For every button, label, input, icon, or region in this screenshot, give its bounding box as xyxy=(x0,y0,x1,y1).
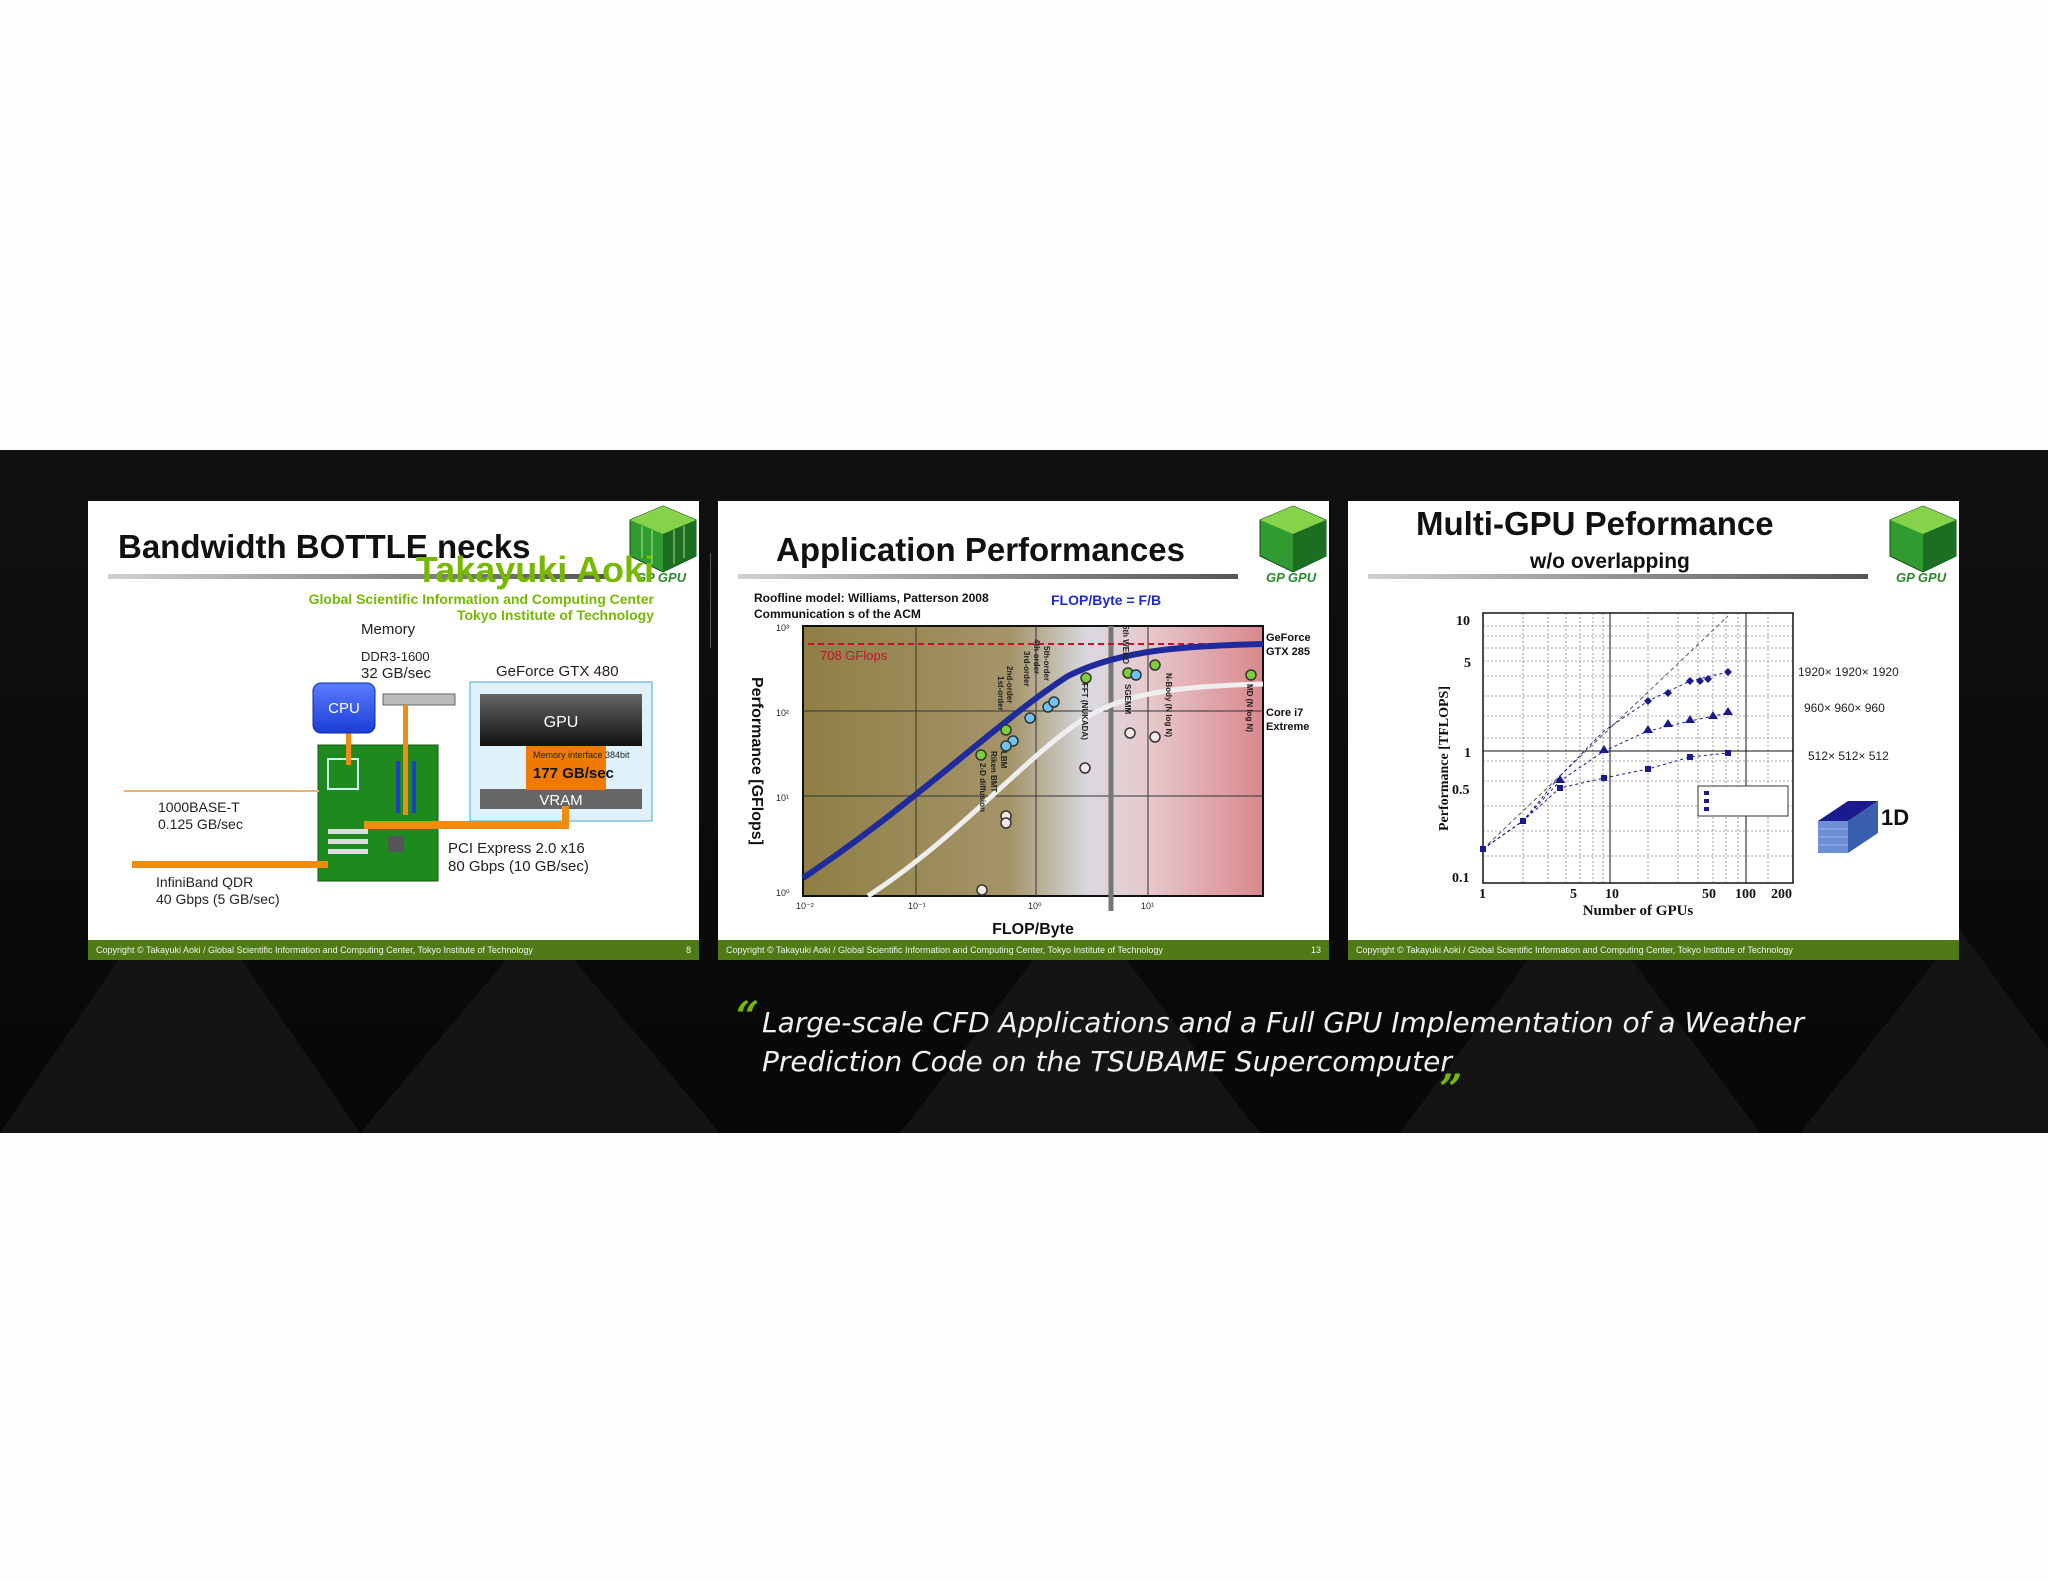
slide2-page-number: 13 xyxy=(1310,945,1321,955)
author-affiliation-2: Tokyo Institute of Technology xyxy=(456,607,654,623)
app-3rd-order: 3rd-order xyxy=(1022,651,1031,687)
pci-name: PCI Express 2.0 x16 xyxy=(448,840,585,857)
presentation-band: Bandwidth BOTTLE necks GP GPU Memory DDR… xyxy=(0,450,2048,1133)
quote-line-1: Large-scale CFD Applications and a Full … xyxy=(762,1006,1804,1039)
slide2-title: Application Performances xyxy=(776,531,1185,568)
slide1-title: Bandwidth BOTTLE necks xyxy=(118,528,531,565)
x-tick-100: 100 xyxy=(1735,887,1756,902)
y-tick-1000: 10³ xyxy=(776,623,789,633)
x-tick-10: 10¹ xyxy=(1141,901,1154,911)
slide3-graphic: Multi-GPU Peformance w/o overlapping GP … xyxy=(1368,505,1957,919)
x-tick-200: 200 xyxy=(1771,887,1792,902)
slide3-copyright: Copyright © Takayuki Aoki / Global Scien… xyxy=(1356,945,1793,955)
app-2nd-order: 2nd-order xyxy=(1005,666,1014,703)
app-2d-diffusion: 2-D diffusion xyxy=(978,763,987,812)
y-tick-1: 10⁰ xyxy=(776,888,790,898)
vram-label: VRAM xyxy=(539,792,582,809)
author-block: Takayuki Aoki Global Scientific Informat… xyxy=(309,549,654,623)
slide1-page-number: 8 xyxy=(685,945,691,955)
talk-title-quote: Large-scale CFD Applications and a Full … xyxy=(762,1003,1862,1081)
slide1-logo-text: GP GPU xyxy=(636,570,687,585)
roofline-citation: Roofline model: Williams, Patterson 2008 xyxy=(754,591,989,605)
y-tick-0.1: 0.1 xyxy=(1452,871,1470,886)
slide2-copyright: Copyright © Takayuki Aoki / Global Scien… xyxy=(726,945,1163,955)
slide-bandwidth-bottlenecks[interactable]: Bandwidth BOTTLE necks GP GPU Memory DDR… xyxy=(88,501,699,960)
flop-byte-label: FLOP/Byte = F/B xyxy=(1051,592,1161,608)
app-4th-order: 4th-order xyxy=(1032,639,1041,674)
series-label-512: 512× 512× 512 xyxy=(1808,749,1889,763)
author-affiliation-1: Global Scientific Information and Comput… xyxy=(308,591,654,607)
peak-label: 708 GFlops xyxy=(820,648,888,663)
open-quote-mark: “ xyxy=(736,993,760,1040)
series-label-960: 960× 960× 960 xyxy=(1804,701,1885,715)
slide-multi-gpu-performance[interactable]: Multi-GPU Peformance w/o overlapping GP … xyxy=(1348,501,1959,960)
slide2-logo-text: GP GPU xyxy=(1266,570,1317,585)
infiniband-name: InfiniBand QDR xyxy=(156,874,253,890)
app-fft: FFT (NUKADA) xyxy=(1080,683,1089,740)
slide3-footer: Copyright © Takayuki Aoki / Global Scien… xyxy=(1348,940,1959,960)
app-nbody: N-Body (N log N) xyxy=(1164,673,1173,737)
ethernet-name: 1000BASE-T xyxy=(158,799,240,815)
y-tick-10: 10¹ xyxy=(776,793,789,803)
slide2-y-axis-label: Performance [GFlops] xyxy=(748,677,765,845)
gpu-label: GPU xyxy=(544,714,579,731)
dimension-label: 1D xyxy=(1881,805,1909,830)
roofline-journal: Communication s of the ACM xyxy=(754,607,921,621)
core-i7-label: Core i7 Extreme xyxy=(1266,707,1309,733)
x-tick-10: 10 xyxy=(1605,887,1619,902)
app-lbm: LBM xyxy=(999,751,1008,769)
gpu-board-name: GeForce GTX 480 xyxy=(496,663,619,680)
slide-application-performances[interactable]: Application Performances GP GPU Roofline… xyxy=(718,501,1329,960)
slide1-footer: Copyright © Takayuki Aoki / Global Scien… xyxy=(88,940,699,960)
app-md: MD (N log N) xyxy=(1245,684,1254,732)
slide1-graphic: Bandwidth BOTTLE necks GP GPU Memory DDR… xyxy=(108,505,697,907)
x-tick-0.01: 10⁻² xyxy=(796,901,814,911)
y-tick-100: 10² xyxy=(776,708,789,718)
memory-spec: DDR3-1600 xyxy=(361,649,430,664)
ethernet-bw: 0.125 GB/sec xyxy=(158,816,243,832)
app-riken-bmt: Riken BMT xyxy=(989,751,998,792)
slide3-logo-text: GP GPU xyxy=(1896,570,1947,585)
memory-interface: Memory interface 384bit xyxy=(533,750,630,760)
slide1-copyright: Copyright © Takayuki Aoki / Global Scien… xyxy=(96,945,533,955)
y-tick-0.5: 0.5 xyxy=(1452,783,1470,798)
slide3-y-axis-label: Performance [TFLOPS] xyxy=(1437,686,1452,831)
app-sgemm: SGEMM xyxy=(1123,684,1132,715)
y-tick-1: 1 xyxy=(1464,746,1471,761)
slide2-x-axis-label: FLOP/Byte xyxy=(992,921,1074,938)
author-name: Takayuki Aoki xyxy=(415,549,654,590)
y-tick-10: 10 xyxy=(1456,614,1470,629)
slide3-title: Multi-GPU Peformance xyxy=(1416,505,1774,542)
y-tick-5: 5 xyxy=(1464,656,1471,671)
x-tick-5: 5 xyxy=(1570,887,1577,902)
memory-label: Memory xyxy=(361,621,416,638)
close-quote-mark: „ xyxy=(1440,1043,1464,1090)
app-weno: 5th WENO xyxy=(1121,625,1130,664)
quote-line-2: Prediction Code on the TSUBAME Supercomp… xyxy=(762,1045,1452,1078)
caption-divider xyxy=(710,553,711,648)
gtx-label: GeForce GTX 285 xyxy=(1266,632,1311,658)
pci-bw: 80 Gbps (10 GB/sec) xyxy=(448,858,589,875)
app-5th-order: 5th-order xyxy=(1042,646,1051,681)
x-tick-1: 1 xyxy=(1479,887,1486,902)
infiniband-bw: 40 Gbps (5 GB/sec) xyxy=(156,891,280,907)
memory-interface-bw: 177 GB/sec xyxy=(533,765,614,782)
x-tick-0.1: 10⁻¹ xyxy=(908,901,926,911)
slide3-x-axis-label: Number of GPUs xyxy=(1583,903,1694,919)
cpu-label: CPU xyxy=(328,700,360,717)
slide2-footer: Copyright © Takayuki Aoki / Global Scien… xyxy=(718,940,1329,960)
series-label-1920: 1920× 1920× 1920 xyxy=(1798,665,1899,679)
x-tick-50: 50 xyxy=(1702,887,1716,902)
memory-bandwidth: 32 GB/sec xyxy=(361,665,432,682)
app-1st-order: 1st-order xyxy=(996,676,1005,711)
slide3-subtitle: w/o overlapping xyxy=(1529,550,1690,573)
x-tick-1: 10⁰ xyxy=(1028,901,1042,911)
slide2-graphic: Application Performances GP GPU Roofline… xyxy=(738,505,1327,938)
